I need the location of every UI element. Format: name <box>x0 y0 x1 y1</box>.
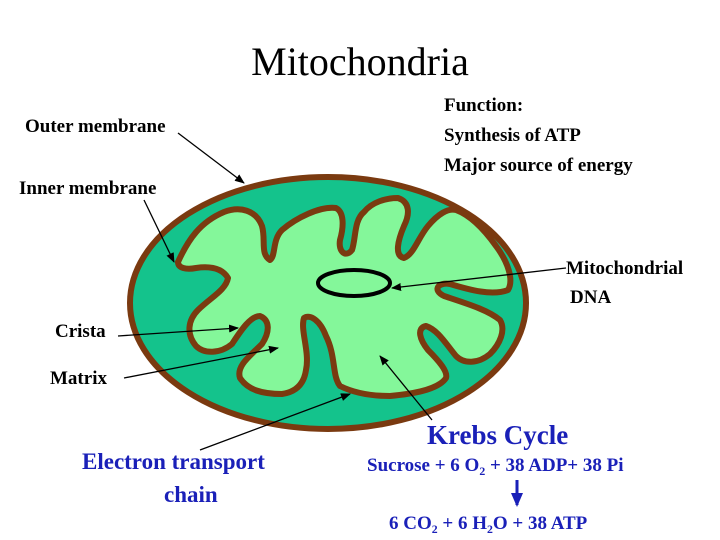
label-mitochondrial: Mitochondrial <box>566 258 684 279</box>
arrow-mitochondrial-dna <box>391 267 567 291</box>
reaction-products: 6 CO2 + 6 H2O + 38 ATP <box>389 513 588 537</box>
function-line-energy: Major source of energy <box>444 155 633 176</box>
co2-subscript: 2 <box>431 523 438 537</box>
h2o-subscript: 2 <box>487 523 493 537</box>
label-outer-membrane: Outer membrane <box>25 116 166 137</box>
product-atp: O + 38 ATP <box>492 513 588 534</box>
arrow-crista <box>117 324 239 337</box>
label-electron-transport: Electron transport <box>82 449 265 474</box>
mitochondrial-dna-ring <box>316 268 392 298</box>
page-title: Mitochondria <box>251 39 469 84</box>
arrow-matrix <box>123 345 279 379</box>
reactant-sucrose-oxygen: Sucrose + 6 O <box>367 455 480 476</box>
function-heading: Function: <box>444 95 524 116</box>
reaction-reactants: Sucrose + 6 O2 + 38 ADP+ 38 Pi <box>367 455 624 479</box>
krebs-cycle-title: Krebs Cycle <box>427 420 569 450</box>
reactant-adp-pi: + 38 ADP+ 38 Pi <box>485 455 624 476</box>
oxygen-subscript: 2 <box>479 465 486 479</box>
arrow-electron-transport <box>199 393 351 451</box>
arrow-inner-membrane <box>143 199 175 263</box>
label-inner-membrane: Inner membrane <box>19 178 157 199</box>
label-matrix: Matrix <box>50 368 107 389</box>
function-line-atp: Synthesis of ATP <box>444 125 581 146</box>
product-water: + 6 H <box>437 513 487 534</box>
product-co2: 6 CO <box>389 513 432 534</box>
label-crista: Crista <box>55 321 106 342</box>
arrow-outer-membrane <box>177 132 245 184</box>
label-chain: chain <box>164 482 218 507</box>
label-dna: DNA <box>570 287 612 308</box>
arrow-krebs-cycle <box>379 355 433 421</box>
